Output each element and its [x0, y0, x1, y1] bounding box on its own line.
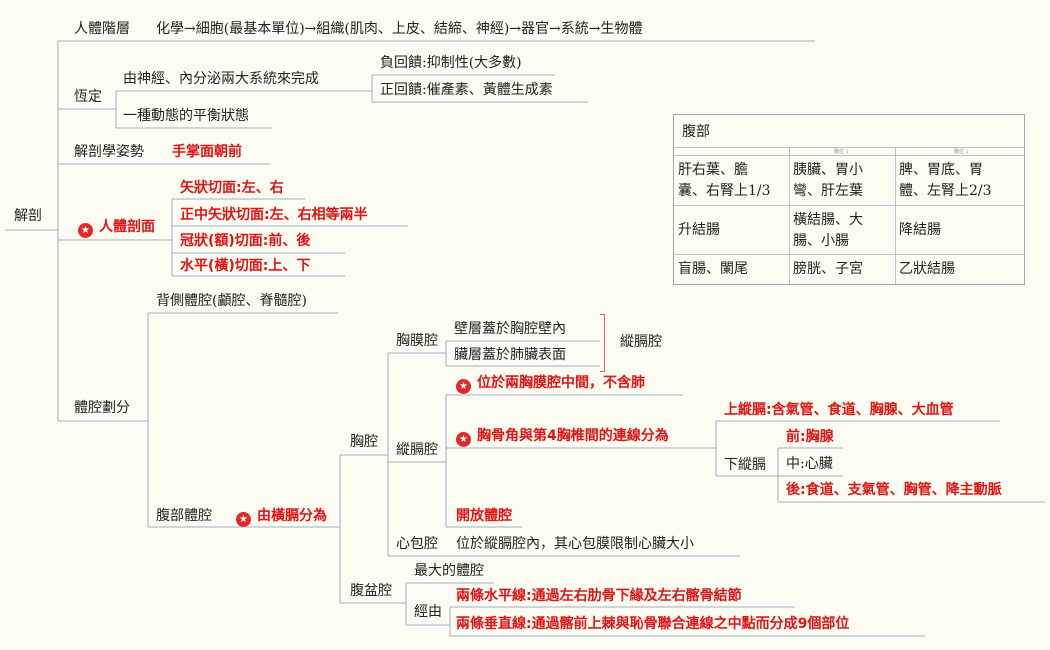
table-cell: 橫結腸、大腸、小腸 [793, 212, 863, 249]
thoracic-cavity: 胸腔 [350, 434, 378, 450]
med-note2: 胸骨角與第4胸椎間的連線分為 [477, 428, 669, 444]
table-divider [674, 254, 1024, 255]
table-divider [674, 205, 1024, 206]
table-divider [674, 155, 1024, 156]
table-cell: 胰臟、胃小彎、肝左葉 [793, 162, 863, 199]
dorsal-cavity: 背側體腔(顱腔、脊髓腔) [156, 293, 307, 309]
table-title: 腹部 [682, 124, 710, 140]
med-note1: 位於兩胸膜腔中間，不含肺 [477, 375, 645, 391]
table-divider [674, 147, 1024, 148]
ventral-note: 由橫膈分為 [257, 508, 327, 524]
homeostasis-systems: 由神經、內分泌兩大系統來完成 [123, 71, 319, 87]
horizontal-lines: 兩條水平線:通過左右肋骨下緣及左右髂骨結節 [456, 588, 742, 604]
homeostasis-dynamic: 一種動態的平衡狀態 [123, 108, 249, 124]
root-node: 解剖 [14, 208, 42, 224]
ventral-note-node: ★ 由橫膈分為 [232, 506, 331, 527]
plane-coronal: 冠狀(額)切面:前、後 [180, 233, 311, 249]
star-icon: ★ [456, 432, 471, 447]
parietal-layer: 壁層蓋於胸腔壁內 [454, 321, 566, 337]
table-cell: 升結腸 [678, 222, 720, 238]
plane-sagittal: 矢狀切面:左、右 [180, 180, 284, 196]
levels-chain: 化學→細胞(最基本單位)→組織(肌肉、上皮、結締、神經)→器官→系統→生物體 [156, 21, 643, 37]
star-icon: ★ [236, 512, 251, 527]
bracket [600, 314, 605, 372]
vertical-lines: 兩條垂直線:通過髂前上棘與恥骨聯合連線之中點而分成9個部位 [456, 616, 850, 632]
med-note1-node: ★ 位於兩胸膜腔中間，不含肺 [452, 373, 649, 394]
star-icon: ★ [78, 223, 93, 238]
plane-horizontal: 水平(橫)切面:上、下 [180, 258, 311, 274]
homeostasis-positive: 正回饋:催產素、黃體生成素 [380, 82, 553, 98]
star-icon: ★ [456, 379, 471, 394]
largest-cavity: 最大的體腔 [414, 563, 484, 579]
upper-mediastinum: 上縱膈:含氣管、食道、胸腺、大血管 [724, 402, 954, 418]
med-note2-node: ★ 胸骨角與第4胸椎間的連線分為 [452, 426, 673, 447]
via-label: 經由 [414, 604, 442, 620]
levels-label: 人體階層 [74, 21, 130, 37]
ventral-cavity: 腹部體腔 [156, 508, 212, 524]
lower-mediastinum: 下縱膈 [724, 457, 766, 473]
middle-mediastinum: 中:心臟 [786, 456, 833, 472]
table-divider [895, 147, 896, 284]
open-cavity: 開放體腔 [456, 508, 512, 524]
planes-label: 人體剖面 [99, 219, 155, 235]
abdomen-table: 腹部 欄位 1 欄位 2 肝右葉、膽囊、右腎上1/3 胰臟、胃小彎、肝左葉脾、胃底… [673, 114, 1025, 285]
pelvic-cavity: 腹盆腔 [350, 583, 392, 599]
table-cell: 乙狀結腸 [899, 261, 955, 277]
table-subheader: 欄位 1 [834, 149, 849, 155]
mediastinum-side-label: 縱膈腔 [620, 334, 662, 350]
table-cell: 降結腸 [899, 222, 941, 238]
posterior-mediastinum: 後:食道、支氣管、胸管、降主動脈 [786, 482, 1002, 498]
table-divider [789, 147, 790, 284]
cavity-label: 體腔劃分 [74, 400, 130, 416]
homeostasis-label: 恆定 [74, 89, 102, 105]
table-cell: 肝右葉、膽囊、右腎上1/3 [678, 162, 771, 199]
pericardial-note: 位於縱膈腔內，其心包膜限制心臟大小 [456, 536, 694, 552]
anterior-mediastinum: 前:胸腺 [786, 429, 834, 445]
visceral-layer: 臟層蓋於肺臟表面 [454, 347, 566, 363]
posture-label: 解剖學姿勢 [74, 144, 144, 160]
table-cell: 膀胱、子宮 [793, 261, 863, 277]
pericardial-cavity: 心包腔 [396, 536, 438, 552]
planes-node: ★ 人體剖面 [74, 217, 159, 238]
pleural-cavity: 胸膜腔 [396, 333, 438, 349]
plane-midsagittal: 正中矢狀切面:左、右相等兩半 [180, 207, 368, 223]
table-cell: 脾、胃底、胃體、左腎上2/3 [899, 162, 992, 199]
table-cell: 盲腸、闌尾 [678, 261, 748, 277]
posture-value: 手掌面朝前 [172, 144, 242, 160]
table-subheader: 欄位 2 [954, 149, 969, 155]
mediastinum: 縱膈腔 [396, 442, 438, 458]
homeostasis-negative: 負回饋:抑制性(大多數) [380, 55, 522, 71]
